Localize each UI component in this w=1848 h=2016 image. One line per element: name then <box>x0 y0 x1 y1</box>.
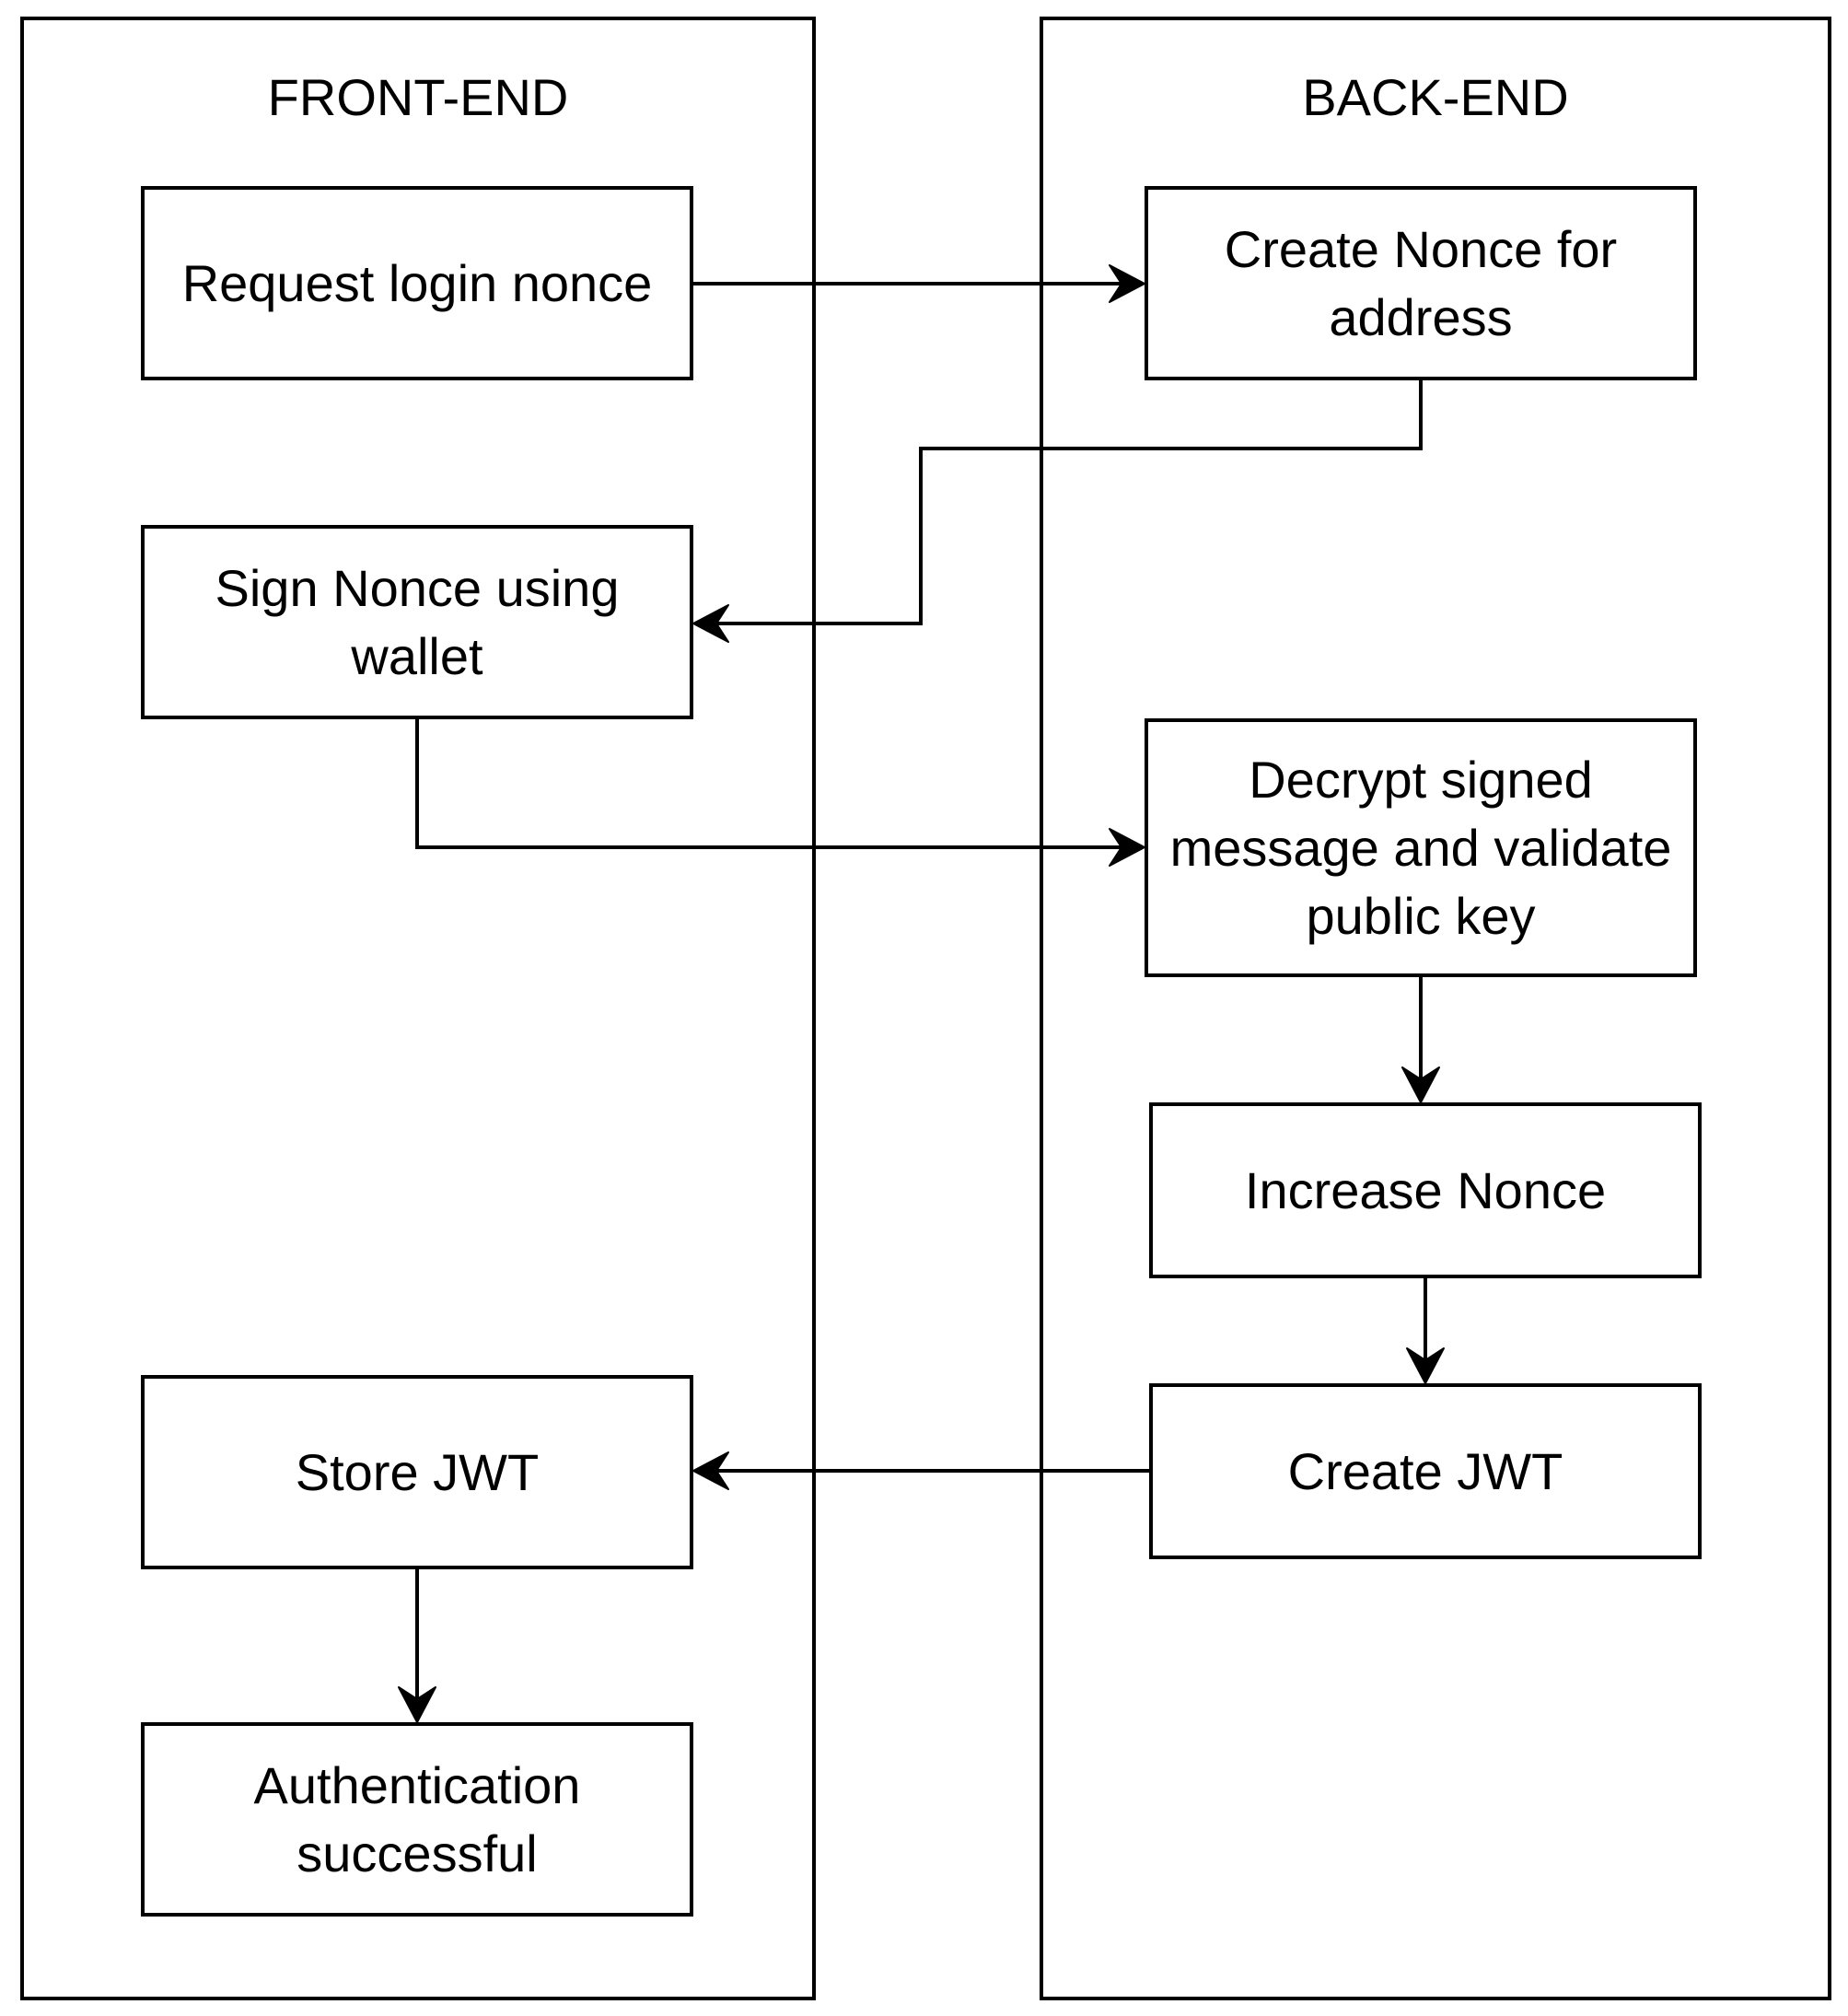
request-login-nonce-label: Request login nonce <box>181 253 653 312</box>
decrypt-signed-message-label: Decrypt signed message and validate publ… <box>1169 750 1672 945</box>
create-jwt-node: Create JWT <box>1149 1383 1702 1559</box>
back-end-lane-title: BACK-END <box>1302 68 1569 126</box>
create-nonce-for-address-label: Create Nonce for address <box>1224 219 1618 346</box>
front-end-lane-title: FRONT-END <box>267 68 569 126</box>
sign-nonce-using-wallet-node: Sign Nonce using wallet <box>141 525 693 719</box>
store-jwt-node: Store JWT <box>141 1375 693 1569</box>
increase-nonce-node: Increase Nonce <box>1149 1102 1702 1278</box>
sign-nonce-using-wallet-label: Sign Nonce using wallet <box>215 558 620 685</box>
create-jwt-label: Create JWT <box>1287 1441 1563 1500</box>
authentication-successful-node: Authentication successful <box>141 1722 693 1917</box>
authentication-successful-label: Authentication successful <box>253 1755 581 1882</box>
create-nonce-for-address-node: Create Nonce for address <box>1145 186 1697 380</box>
store-jwt-label: Store JWT <box>295 1442 540 1501</box>
increase-nonce-label: Increase Nonce <box>1244 1160 1607 1219</box>
decrypt-signed-message-node: Decrypt signed message and validate publ… <box>1145 718 1697 977</box>
request-login-nonce-node: Request login nonce <box>141 186 693 380</box>
